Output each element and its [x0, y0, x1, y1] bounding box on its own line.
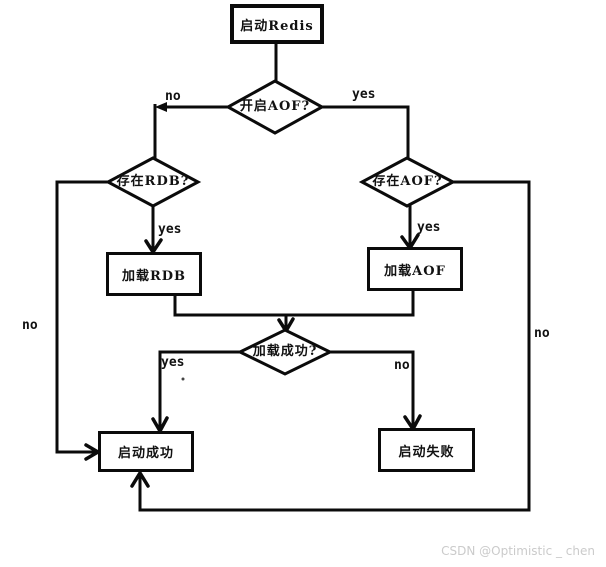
node-load-aof-label: 加载AOF: [384, 263, 446, 279]
node-load-rdb-label: 加载RDB: [121, 268, 187, 284]
decision-diamonds: [104, 79, 457, 376]
node-load-ok-label: 加载成功?: [252, 344, 318, 359]
edge-label-aof-enabled-yes: yes: [352, 87, 376, 102]
edge-label-aof-exists-yes: yes: [417, 220, 441, 235]
edge-label-rdb-exists-yes: yes: [158, 222, 182, 237]
edge-load-ok-yes: [158, 350, 240, 429]
edge-aof-no-rail: [138, 180, 531, 512]
node-start-fail: 启动失败: [378, 428, 475, 472]
edge-label-rdb-exists-no: no: [22, 318, 38, 333]
diamond-aof-exists: [358, 156, 457, 208]
diamond-load-ok: [236, 328, 334, 376]
node-start-ok: 启动成功: [98, 431, 194, 472]
diamond-rdb-exists: [104, 156, 202, 208]
node-aof-enabled-label: 开启AOF?: [239, 99, 311, 114]
node-aof-exists-label: 存在AOF?: [372, 174, 443, 189]
edge-load-ok-no: [330, 350, 415, 426]
flow-edges: [55, 44, 531, 512]
node-start-fail-label: 启动失败: [398, 444, 455, 460]
node-load-rdb: 加载RDB: [106, 252, 202, 296]
edge-aof-enabled-yes: [322, 105, 410, 159]
node-load-aof: 加载AOF: [367, 247, 463, 291]
node-start-ok-label: 启动成功: [117, 446, 174, 461]
edge-label-load-ok-no: no: [394, 358, 410, 373]
arrowhead-aof-enabled-no-corner: [155, 102, 167, 112]
csdn-watermark: CSDN @Optimistic _ chen: [441, 544, 595, 558]
stray-dot: [181, 377, 185, 381]
diamond-aof-enabled: [224, 79, 326, 135]
node-start: 启动Redis: [230, 4, 324, 44]
arrowhead-into-start-ok-bottom: [130, 469, 150, 488]
edge-label-aof-enabled-no: no: [165, 89, 181, 104]
edge-label-aof-exists-no: no: [534, 326, 550, 341]
edge-label-load-ok-yes: yes: [161, 355, 185, 370]
edge-load-aof-to-junction: [286, 290, 415, 317]
node-rdb-exists-label: 存在RDB?: [116, 174, 190, 189]
node-start-label: 启动Redis: [240, 18, 314, 34]
edge-load-rdb-to-junction: [173, 295, 286, 317]
edge-rdb-no-rail: [55, 180, 108, 454]
